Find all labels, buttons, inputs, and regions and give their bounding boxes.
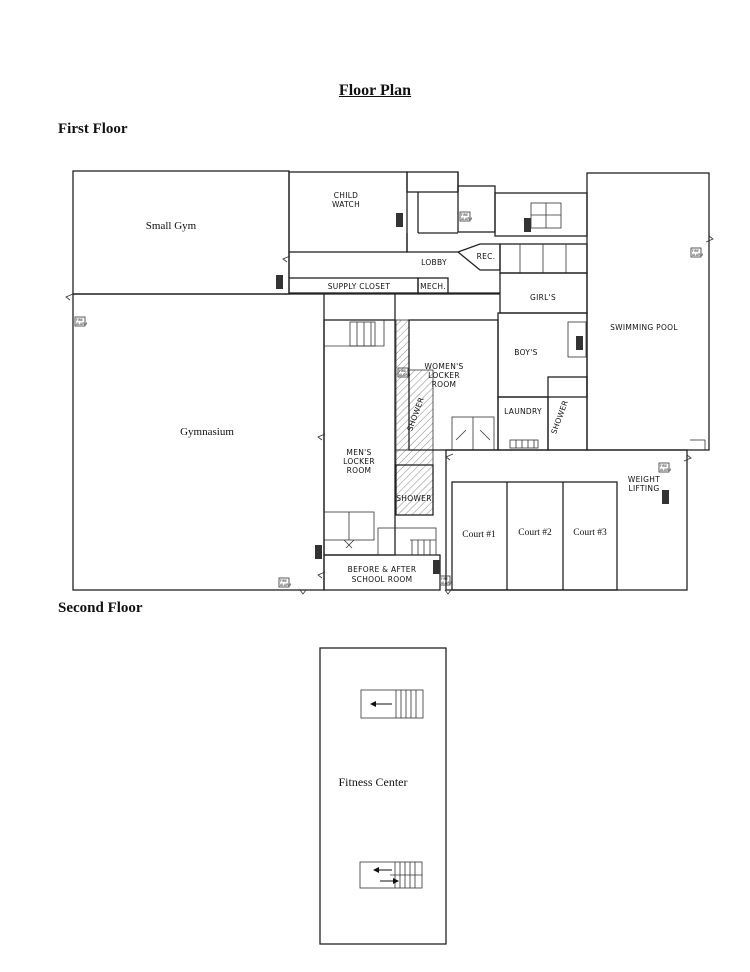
supply-closet-label: SUPPLY CLOSET: [328, 282, 391, 291]
weight-lifting-room: [445, 449, 688, 591]
mens-locker-room: [323, 319, 396, 556]
womens-locker-label: ROOM: [432, 380, 457, 389]
swimming-pool-label: SWIMMING POOL: [610, 323, 678, 332]
fire-extinguisher-icon: [276, 213, 669, 574]
lobby-label: LOBBY: [421, 258, 447, 267]
first-floor-heading: First Floor: [58, 121, 128, 137]
mens-locker-label: MEN'S: [346, 448, 371, 457]
page-title: Floor Plan: [338, 82, 412, 99]
weight-lifting-label: WEIGHT: [628, 475, 660, 484]
stairs-icon: [360, 689, 424, 719]
gymnasium-room: [72, 293, 325, 591]
stairs-icon: [509, 439, 539, 449]
laundry-label: LAUNDRY: [504, 407, 542, 416]
mens-locker-label: LOCKER: [343, 457, 375, 466]
womens-locker-label: WOMEN'S: [424, 362, 463, 371]
child-watch-label: CHILD: [334, 191, 359, 200]
girls-label: GIRL'S: [530, 293, 556, 302]
mens-locker-label: ROOM: [347, 466, 372, 475]
fire-alarm-label: ALARM: [660, 468, 671, 472]
court-3-label: Court #3: [573, 528, 607, 538]
fire-alarm-label: ALARM: [399, 373, 410, 377]
mens-shower-label: SHOWER: [396, 494, 431, 503]
boys-label: BOY'S: [514, 348, 537, 357]
fire-alarm-label: FIRE: [660, 464, 667, 468]
rec-label: REC.: [477, 252, 496, 261]
court-1-label: Court #1: [462, 530, 496, 540]
child-watch-label: WATCH: [332, 200, 360, 209]
before-after-label: SCHOOL ROOM: [352, 575, 413, 584]
court-2-label: Court #2: [518, 528, 552, 538]
fire-alarm-label: FIRE: [76, 318, 83, 322]
fire-alarm-label: FIRE: [461, 213, 468, 217]
small-gym-room: [72, 170, 290, 295]
boys-shower-label: SHOWER: [549, 399, 570, 435]
fitness-center-room: [319, 647, 447, 945]
fire-alarm-label: FIRE: [399, 369, 406, 373]
fitness-center-label: Fitness Center: [339, 775, 408, 789]
fire-alarm-label: ALARM: [692, 253, 703, 257]
mech-label: MECH.: [420, 282, 446, 291]
before-after-label: BEFORE & AFTER: [348, 565, 417, 574]
fire-alarm-label: ALARM: [441, 581, 452, 585]
fire-alarm-label: ALARM: [76, 322, 87, 326]
swimming-pool-room: [586, 172, 710, 451]
fire-alarm-label: ALARM: [280, 583, 291, 587]
laundry-room: [497, 396, 549, 451]
arrow-icon: [370, 701, 392, 707]
arrow-icon: [373, 867, 399, 884]
weight-lifting-label: LIFTING: [629, 484, 660, 493]
fire-alarm-icon: [74, 211, 702, 588]
first-floor-plan: FIRE ALARM FIRE ALARM FIRE ALARM FIRE AL…: [65, 170, 714, 595]
gymnasium-label: Gymnasium: [180, 426, 234, 438]
small-gym-label: Small Gym: [146, 220, 197, 232]
second-floor-plan: Fitness Center: [319, 647, 447, 945]
fire-alarm-label: FIRE: [280, 579, 287, 583]
fire-alarm-label: ALARM: [461, 217, 472, 221]
stairs-icon: [359, 861, 423, 889]
fire-alarm-label: FIRE: [692, 249, 699, 253]
second-floor-heading: Second Floor: [58, 600, 143, 616]
child-watch-room: [288, 171, 408, 253]
mech-room: [417, 277, 449, 294]
boys-restroom: [497, 312, 588, 398]
fire-alarm-label: FIRE: [441, 577, 448, 581]
womens-locker-label: LOCKER: [428, 371, 460, 380]
